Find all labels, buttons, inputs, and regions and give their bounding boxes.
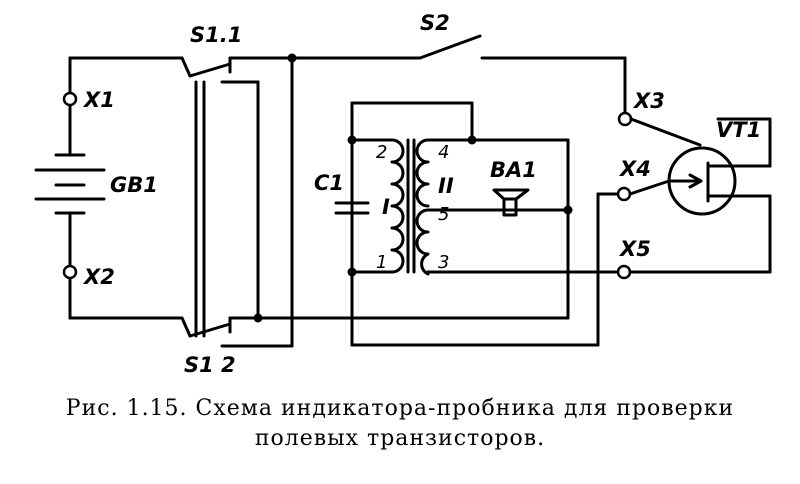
label-x5: X5 (618, 237, 651, 261)
junction-dot (287, 53, 297, 63)
label-x3: X3 (632, 89, 665, 113)
capacitor-c1 (334, 201, 370, 215)
label-pin-1: 1 (376, 252, 387, 273)
label-s11: S1.1 (190, 23, 242, 47)
label-c1: C1 (314, 171, 344, 195)
label-gb1: GB1 (110, 173, 158, 197)
label-s12: S1 2 (184, 353, 236, 377)
label-x2: X2 (82, 265, 115, 289)
speaker-ba1 (492, 188, 530, 217)
figure-caption-line-1: Рис. 1.15. Схема индикатора-пробника для… (65, 396, 735, 421)
label-x1: X1 (82, 88, 115, 112)
terminal-x5 (616, 264, 632, 280)
label-winding-i: I (382, 195, 390, 219)
label-pin-2: 2 (376, 142, 387, 163)
winding-i-coil (390, 138, 405, 274)
junction-dot (563, 205, 573, 215)
junction-dot (467, 135, 477, 145)
label-s2: S2 (420, 11, 450, 35)
switch-s2 (290, 34, 627, 115)
switch-s1 (180, 56, 294, 348)
terminal-x2 (62, 264, 78, 280)
battery-gb1 (34, 56, 184, 320)
junction-dot (347, 267, 357, 277)
transistor-vt1 (628, 117, 772, 274)
terminal-x4 (616, 186, 632, 202)
figure-caption-line-2: полевых транзисторов. (254, 426, 546, 451)
terminal-x3 (617, 111, 633, 127)
label-ba1: BA1 (490, 158, 537, 182)
label-pin-5: 5 (438, 204, 449, 225)
circuit-schematic: S1.1 S1 2 S2 X1 X2 GB1 X3 X4 X5 VT1 C1 B… (34, 11, 772, 377)
winding-ii-coil (415, 138, 430, 276)
label-pin-3: 3 (438, 252, 449, 273)
terminal-x1 (62, 91, 78, 107)
label-winding-ii: II (438, 174, 454, 198)
junction-dot (347, 135, 357, 145)
junction-dot (253, 313, 263, 323)
label-vt1: VT1 (716, 118, 761, 142)
label-pin-4: 4 (438, 142, 449, 163)
label-x4: X4 (618, 157, 651, 181)
